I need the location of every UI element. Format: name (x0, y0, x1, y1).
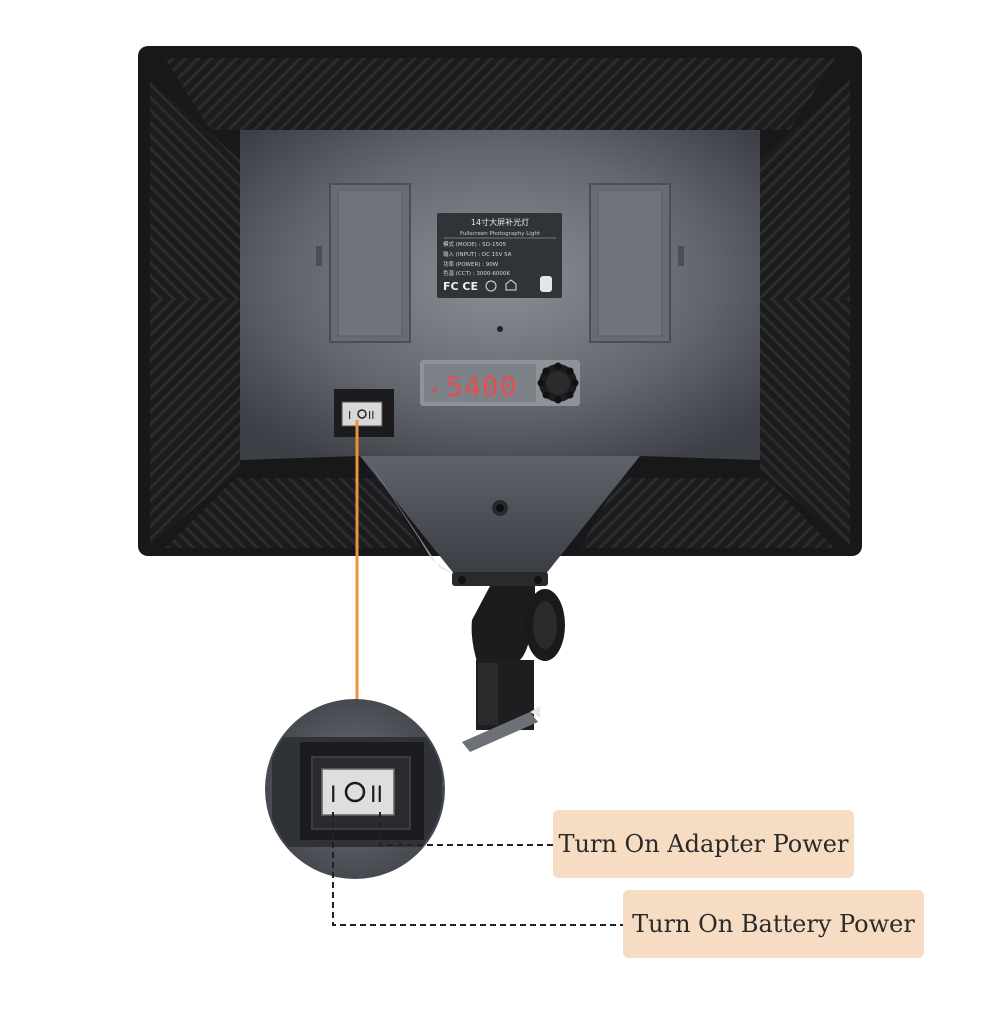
callout-battery-power: Turn On Battery Power (623, 890, 924, 958)
brand-mark-icon (540, 276, 552, 292)
spec-label-plate: 14寸大屏补光灯 Fullscreen Photography Light 模式… (437, 213, 562, 298)
callout-adapter-power: Turn On Adapter Power (553, 810, 854, 878)
switch-zoom-detail: I II (265, 699, 445, 879)
left-upper-rib-area (150, 80, 240, 300)
battery-slot-right (589, 183, 684, 343)
label-cert-marks: FC CE (443, 280, 478, 293)
certification-mark-icon (485, 280, 497, 292)
switch-mark-right: II (370, 783, 383, 808)
switch-mark-small-right: II (368, 409, 375, 422)
label-line-mode: 模式 (MODE) : SO-1505 (443, 240, 507, 248)
cold-shoe-plate (462, 712, 538, 752)
screw-hole (497, 326, 503, 332)
cct-display: 5400 (446, 370, 517, 403)
bracket-mount (360, 456, 640, 586)
label-line-input: 输入 (INPUT) : DC 15V 5A (443, 250, 512, 258)
battery-slot-left (316, 183, 411, 343)
label-line-power: 功率 (POWER) : 90W (443, 260, 499, 268)
callout-adapter-label: Turn On Adapter Power (558, 830, 849, 858)
label-title: 14寸大屏补光灯 (471, 217, 529, 227)
power-switch-small[interactable]: I II (334, 389, 394, 437)
top-rib-area (165, 58, 835, 130)
display-indicator-icon: ≡ (432, 385, 438, 396)
switch-off-icon (344, 781, 366, 803)
left-lower-rib-area (150, 300, 240, 545)
control-panel: ≡ 5400 (420, 360, 580, 406)
callout-battery-label: Turn On Battery Power (632, 910, 915, 938)
switch-mark-left: I (330, 783, 337, 808)
right-lower-rib-area (760, 300, 850, 545)
switch-off-icon-small (357, 409, 367, 419)
battery-connector-line (332, 812, 623, 926)
tilt-bracket (462, 586, 565, 752)
switch-mark-small-left: I (348, 409, 351, 422)
adapter-connector-line (379, 812, 553, 846)
label-subtitle: Fullscreen Photography Light (460, 231, 541, 237)
recycle-bin-mark-icon (505, 279, 517, 291)
bottom-right-rib-area (580, 478, 835, 548)
label-line-cct: 色温 (CCT) : 3000-6000K (443, 269, 510, 277)
right-upper-rib-area (760, 80, 850, 300)
